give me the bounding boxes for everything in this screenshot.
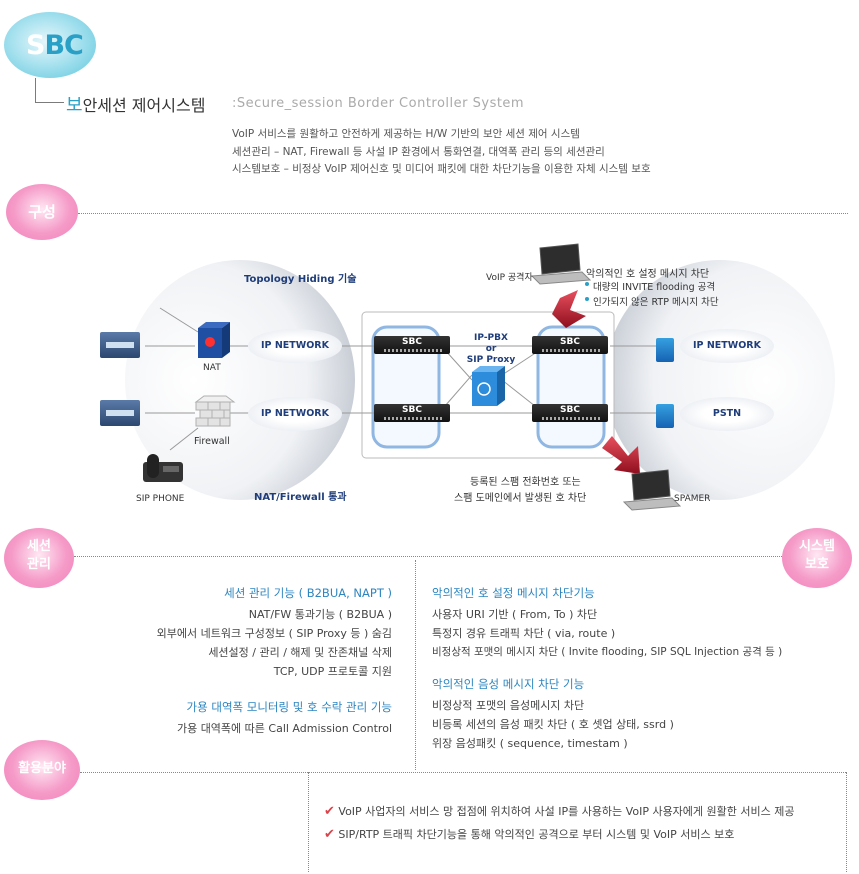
attack-item: 대량의 INVITE flooding 공격	[593, 282, 716, 293]
page-subtitle: :Secure_session Border Controller System	[232, 96, 525, 111]
server-icon	[100, 332, 140, 358]
gateway-node-icon	[656, 338, 674, 362]
logo: SBC	[26, 30, 84, 61]
protect-item: 사용자 URI 기반 ( From, To ) 차단	[432, 608, 598, 621]
column-divider	[415, 560, 416, 770]
intro-line: 시스템보호 – 비정상 VoIP 제어신호 및 미디어 패킷에 대한 차단기능을…	[232, 163, 651, 175]
nat-label: NAT	[203, 363, 221, 373]
session-item: 외부에서 네트워크 구성정보 ( SIP Proxy 등 ) 숨김	[156, 627, 392, 640]
section-badge-application	[4, 740, 80, 800]
attack-arrow-bottom	[602, 436, 640, 474]
section-title-application: 활용분야	[18, 761, 66, 776]
network-diagram	[125, 243, 835, 511]
session-heading: 세션 관리 기능 ( B2BUA, NAPT )	[224, 586, 392, 600]
attack-block-title: 악의적인 호 설정 메시지 차단	[586, 269, 710, 280]
section-title-config: 구성	[28, 203, 56, 221]
protect-item: 비정상적 포맷의 음성메시지 차단	[432, 699, 585, 712]
gateway-node-icon	[656, 404, 674, 428]
session-item: NAT/FW 통과기능 ( B2BUA )	[248, 608, 392, 621]
check-icon: ✔	[324, 804, 335, 819]
attack-item: 인가되지 않은 RTP 메시지 차단	[593, 297, 719, 308]
right-network-cloud	[605, 260, 835, 500]
attack-arrow-top	[552, 290, 586, 328]
topology-hiding-label: Topology Hiding 기술	[244, 274, 357, 285]
sbc-device: SBC	[532, 404, 608, 422]
ip-network-cloud: IP NETWORK	[680, 329, 774, 363]
spammer-laptop	[622, 469, 682, 511]
sbc-device: SBC	[374, 404, 450, 422]
nat-device	[198, 322, 230, 358]
protect-item: 비등록 세션의 음성 패킷 차단 ( 호 셋업 상태, ssrd )	[432, 718, 674, 731]
section-badge-session	[4, 528, 74, 588]
section-badge-protect	[782, 528, 852, 588]
intro-line: VoIP 서비스를 원활하고 안전하게 제공하는 H/W 기반의 보안 세션 제…	[232, 128, 580, 140]
check-icon: ✔	[324, 827, 335, 842]
logo-badge	[4, 12, 96, 78]
sbc-device: SBC	[374, 336, 450, 354]
attacker-laptop	[530, 243, 592, 285]
spam-block-text: 스팸 도메인에서 발생된 호 차단	[454, 493, 587, 504]
intro-line: 세션관리 – NAT, Firewall 등 사설 IP 환경에서 통화연결, …	[232, 146, 605, 158]
pstn-cloud: PSTN	[680, 397, 774, 431]
session-item: 세션설정 / 관리 / 해제 및 잔존채널 삭제	[208, 646, 392, 659]
protect-item: 특정지 경유 트래픽 차단 ( via, route )	[432, 627, 616, 640]
section-divider	[78, 213, 848, 214]
ip-pbx-device	[472, 366, 505, 406]
server-icon	[100, 400, 140, 426]
session-features: 세션 관리 기능 ( B2BUA, NAPT ) NAT/FW 통과기능 ( B…	[157, 585, 392, 738]
firewall-label: Firewall	[194, 436, 230, 447]
box-border-left	[308, 772, 309, 872]
ip-network-cloud: IP NETWORK	[248, 329, 342, 363]
protect-heading: 악의적인 호 설정 메시지 차단기능	[432, 586, 595, 600]
voip-attacker-label: VoIP 공격자	[486, 273, 533, 283]
session-item: 가용 대역폭에 따른 Call Admission Control	[176, 722, 392, 735]
spamer-label: SPAMER	[674, 494, 711, 504]
title-bracket-line	[35, 78, 64, 103]
application-list: ✔ VoIP 사업자의 서비스 망 접점에 위치하여 사설 IP를 사용하는 V…	[324, 800, 795, 846]
session-item: TCP, UDP 프로토콜 지원	[273, 665, 392, 678]
protect-item: 비정상적 포맷의 메시지 차단 ( Invite flooding, SIP S…	[432, 646, 783, 658]
section-divider	[74, 556, 782, 557]
application-item: ✔ SIP/RTP 트래픽 차단기능을 통해 악의적인 공격으로 부터 시스템 …	[324, 827, 735, 842]
ip-network-cloud: IP NETWORK	[248, 397, 342, 431]
box-border-right	[846, 772, 847, 872]
session-heading: 가용 대역폭 모니터링 및 호 수락 관리 기능	[186, 700, 392, 714]
sip-phone-label: SIP PHONE	[136, 494, 185, 504]
nat-firewall-label: NAT/Firewall 통과	[254, 492, 347, 503]
application-item: ✔ VoIP 사업자의 서비스 망 접점에 위치하여 사설 IP를 사용하는 V…	[324, 804, 795, 819]
page-title: 보안세션 제어시스템	[66, 95, 206, 116]
protect-heading: 악의적인 음성 메시지 차단 기능	[432, 677, 585, 691]
section-divider	[80, 772, 846, 773]
sbc-device: SBC	[532, 336, 608, 354]
section-badge-config	[6, 184, 78, 240]
protect-item: 위장 음성패킷 ( sequence, timestam )	[432, 737, 628, 750]
protect-features: 악의적인 호 설정 메시지 차단기능 사용자 URI 기반 ( From, To…	[432, 585, 782, 753]
sip-phone-device	[143, 454, 183, 482]
spam-block-text: 등록된 스팸 전화번호 또는	[470, 477, 581, 488]
firewall-device	[194, 395, 236, 427]
